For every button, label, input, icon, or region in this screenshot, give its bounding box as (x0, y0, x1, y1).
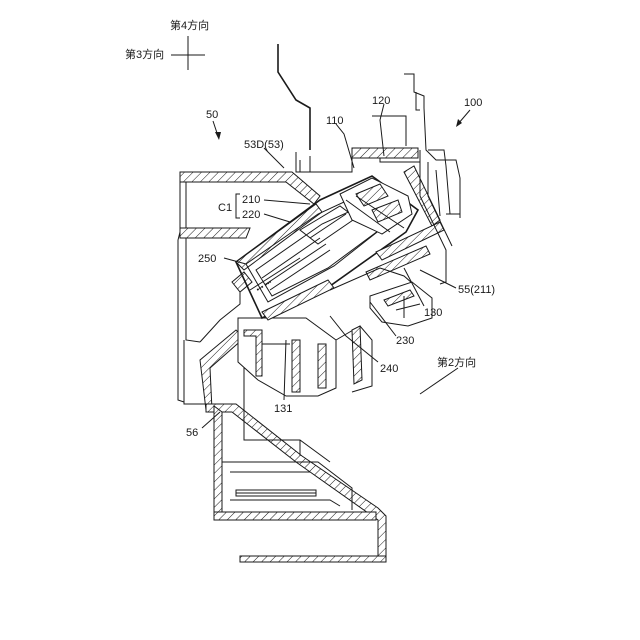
label-220: 220 (242, 209, 260, 221)
lead-wire (278, 44, 310, 150)
label-120: 120 (372, 95, 390, 107)
label-250: 250 (198, 253, 216, 265)
label-c1: C1 (218, 202, 232, 214)
label-100: 100 (464, 97, 482, 109)
lower-block (238, 318, 372, 396)
label-50: 50 (206, 109, 218, 121)
label-210: 210 (242, 194, 260, 206)
label-230: 230 (396, 335, 414, 347)
direction-4-label: 第4方向 (170, 18, 209, 32)
label-53d: 53D(53) (244, 139, 284, 151)
direction-3-label: 第3方向 (125, 47, 164, 61)
direction-cross-icon (171, 36, 205, 70)
label-55: 55(211) (458, 284, 495, 296)
direction-2-label: 第2方向 (437, 355, 476, 369)
label-56: 56 (186, 427, 198, 439)
label-240: 240 (380, 363, 398, 375)
label-110: 110 (326, 115, 344, 127)
direction-2-arrow-icon (420, 368, 458, 394)
label-131: 131 (274, 403, 292, 415)
label-130: 130 (424, 307, 442, 319)
